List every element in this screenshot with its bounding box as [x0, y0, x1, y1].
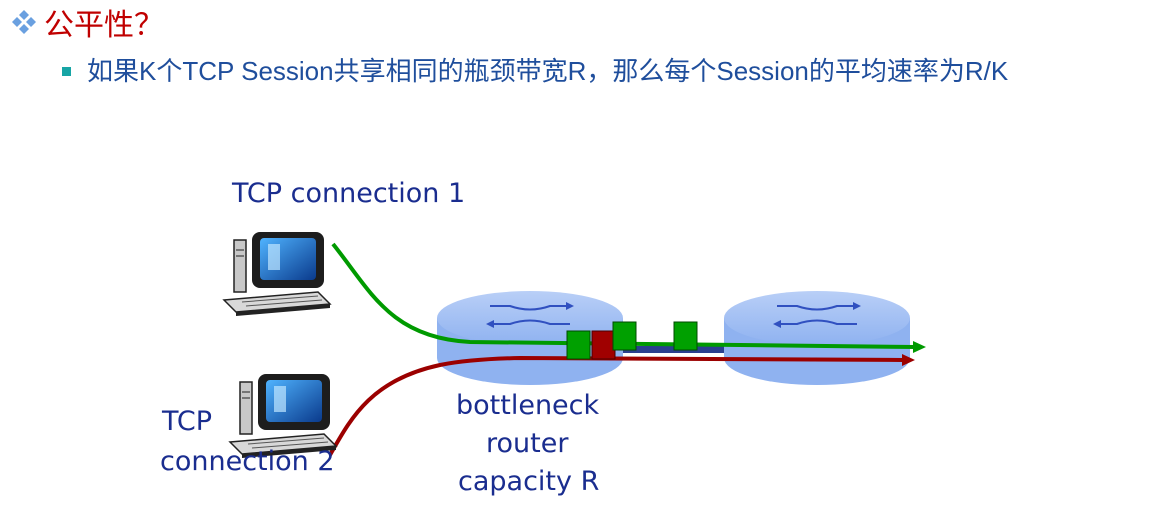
- connection-2-label-line1: TCP: [162, 406, 213, 437]
- flow-2-path: [328, 355, 904, 456]
- router-label-line3: capacity R: [458, 466, 600, 497]
- router-icon: [724, 291, 910, 385]
- computer-icon: [222, 232, 332, 316]
- connection-1-label: TCP connection 1: [232, 178, 466, 209]
- slide-title-row: 公平性？: [10, 2, 164, 43]
- computer-icon: [228, 374, 338, 458]
- diamond-bullet-icon: [12, 10, 36, 34]
- router-label-line1: bottleneck: [456, 390, 600, 421]
- router-label-line2: router: [486, 428, 569, 459]
- bullet-square-icon: [62, 67, 71, 76]
- connection-2-label-line2: connection 2: [160, 446, 335, 477]
- packet-green: [566, 330, 591, 360]
- slide-title: 公平性？: [44, 8, 164, 43]
- bullet-text: 如果K个TCP Session共享相同的瓶颈带宽R，那么每个Session的平均…: [87, 56, 1009, 86]
- packet-green: [612, 321, 637, 351]
- flow-1-path: [331, 242, 916, 349]
- bullet-item: 如果K个TCP Session共享相同的瓶颈带宽R，那么每个Session的平均…: [62, 52, 1132, 90]
- flow-1-arrowhead: [913, 341, 926, 353]
- packet-green: [673, 321, 698, 351]
- flow-2-arrowhead: [902, 354, 915, 366]
- packet-red: [591, 330, 616, 360]
